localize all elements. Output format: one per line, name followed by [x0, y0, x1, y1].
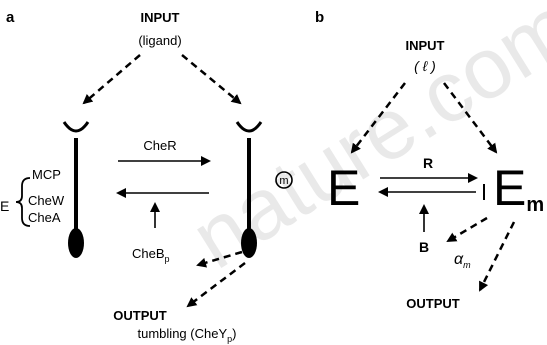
panel-a-output-subtitle: tumbling (CheYp)	[138, 326, 237, 344]
panel-b-label: b	[315, 9, 324, 26]
b-label: B	[419, 239, 429, 255]
b-input-arrow-right	[443, 82, 498, 154]
cheb-subscript: p	[165, 254, 170, 264]
brace-letter: E	[0, 198, 9, 214]
panel-a-output-title: OUTPUT	[113, 308, 167, 323]
r-label: R	[423, 155, 433, 171]
input-arrow-right	[181, 54, 242, 105]
receptor-part-chea: CheA	[28, 210, 61, 225]
alpha-label: αm	[454, 251, 471, 270]
panel-a-input-subtitle: (ligand)	[138, 33, 181, 48]
panel-a-label: a	[6, 9, 15, 26]
panel-a-input-title: INPUT	[141, 10, 180, 25]
cheb-phospho-arrow	[196, 250, 243, 268]
node-e: E	[327, 160, 360, 216]
receptor-unmethylated	[62, 121, 90, 258]
receptor-part-mcp: MCP	[32, 167, 61, 182]
alpha-subscript: m	[463, 260, 471, 270]
node-em-subscript: m	[526, 194, 544, 216]
b-phospho-arrow	[446, 216, 488, 243]
node-em: Em	[493, 160, 544, 216]
cher-label: CheR	[143, 138, 176, 153]
output-arrow-b	[478, 221, 516, 292]
b-input-arrow-left	[350, 82, 406, 154]
methyl-mark-circle	[275, 171, 293, 189]
receptor-methylated	[235, 121, 263, 258]
panel-b-input-title: INPUT	[406, 38, 445, 53]
output-subscript: p	[227, 334, 232, 344]
panel-b-output-title: OUTPUT	[406, 296, 460, 311]
panel-b: b INPUT ( ℓ ) E Em R B αm OUTPUT	[315, 9, 544, 311]
input-arrow-left	[82, 54, 141, 105]
cheb-label: CheBp	[132, 246, 170, 264]
panel-a: a INPUT (ligand) m E MCP CheW CheA CheR	[0, 9, 293, 344]
brace	[15, 177, 31, 227]
receptor-part-chew: CheW	[28, 193, 65, 208]
methyl-mark-label: m	[279, 175, 288, 187]
panel-b-input-subtitle: ( ℓ )	[414, 58, 436, 74]
